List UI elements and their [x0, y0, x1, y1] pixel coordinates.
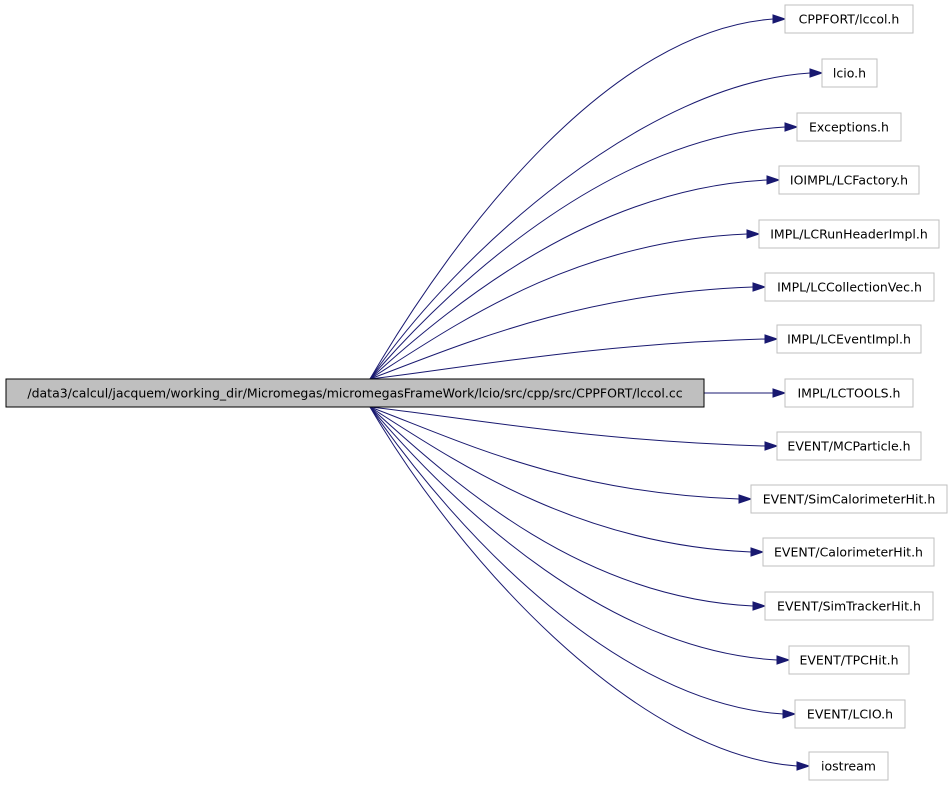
target-node-label: IMPL/LCCollectionVec.h	[777, 280, 922, 295]
dependency-edge	[369, 179, 768, 380]
target-node-box[interactable]	[788, 645, 910, 675]
arrowhead-icon	[772, 14, 787, 24]
arrowhead-icon	[772, 388, 787, 398]
target-node-label: lcio.h	[833, 66, 866, 81]
target-node-box[interactable]	[776, 431, 922, 461]
source-node-box[interactable]	[5, 378, 705, 408]
target-node-box[interactable]	[784, 4, 914, 34]
target-node-box[interactable]	[821, 58, 878, 88]
source-node[interactable]: /data3/calcul/jacquem/working_dir/Microm…	[5, 378, 705, 408]
target-node-label: EVENT/MCParticle.h	[787, 439, 910, 454]
target-node[interactable]: EVENT/SimTrackerHit.h	[764, 591, 934, 621]
target-node-box[interactable]	[784, 378, 914, 408]
target-node-label: IMPL/LCRunHeaderImpl.h	[770, 227, 928, 242]
dependency-edge	[369, 18, 774, 380]
target-node[interactable]: lcio.h	[821, 58, 878, 88]
dependency-edge	[369, 406, 798, 767]
target-node[interactable]: EVENT/CalorimeterHit.h	[762, 537, 935, 567]
target-node-box[interactable]	[776, 324, 922, 354]
edges	[369, 14, 824, 771]
arrowhead-icon	[809, 68, 824, 78]
target-node-box[interactable]	[762, 537, 935, 567]
target-node[interactable]: IOIMPL/LCFactory.h	[778, 165, 920, 195]
dependency-edge	[369, 126, 786, 380]
target-node-label: IOIMPL/LCFactory.h	[790, 173, 908, 188]
dependency-edge	[369, 406, 752, 553]
target-node-box[interactable]	[764, 272, 935, 302]
target-node-box[interactable]	[758, 219, 940, 249]
dependency-edge	[369, 72, 811, 380]
target-node-box[interactable]	[808, 751, 889, 781]
target-node[interactable]: EVENT/TPCHit.h	[788, 645, 910, 675]
dependency-edge	[369, 406, 766, 447]
dependency-edge	[369, 286, 754, 380]
target-node-label: EVENT/SimCalorimeterHit.h	[763, 492, 936, 507]
arrowhead-icon	[766, 175, 781, 185]
arrowhead-icon	[776, 655, 791, 665]
arrowhead-icon	[746, 229, 761, 239]
dependency-edge	[369, 406, 778, 661]
target-node[interactable]: CPPFORT/lccol.h	[784, 4, 914, 34]
target-node-box[interactable]	[796, 112, 902, 142]
target-node[interactable]: IMPL/LCRunHeaderImpl.h	[758, 219, 940, 249]
target-node[interactable]: IMPL/LCTOOLS.h	[784, 378, 914, 408]
arrowhead-icon	[796, 761, 811, 771]
target-node-box[interactable]	[794, 699, 906, 729]
target-node-label: CPPFORT/lccol.h	[799, 12, 900, 27]
target-node[interactable]: EVENT/MCParticle.h	[776, 431, 922, 461]
source-node-label: /data3/calcul/jacquem/working_dir/Microm…	[27, 386, 682, 401]
dependency-edge	[369, 406, 784, 715]
target-node-label: IMPL/LCEventImpl.h	[787, 332, 911, 347]
arrowhead-icon	[784, 122, 799, 132]
target-node-label: IMPL/LCTOOLS.h	[798, 386, 901, 401]
dependency-edge	[369, 406, 754, 607]
target-node[interactable]: IMPL/LCEventImpl.h	[776, 324, 922, 354]
target-node-label: Exceptions.h	[809, 120, 889, 135]
target-node-box[interactable]	[778, 165, 920, 195]
nodes: /data3/calcul/jacquem/working_dir/Microm…	[5, 4, 948, 781]
target-node[interactable]: IMPL/LCCollectionVec.h	[764, 272, 935, 302]
target-node-label: EVENT/TPCHit.h	[799, 653, 898, 668]
target-node[interactable]: Exceptions.h	[796, 112, 902, 142]
arrowhead-icon	[752, 601, 767, 611]
target-node-label: iostream	[821, 759, 876, 774]
target-node-label: EVENT/CalorimeterHit.h	[774, 545, 923, 560]
target-node-box[interactable]	[750, 484, 948, 514]
arrowhead-icon	[782, 709, 797, 719]
arrowhead-icon	[752, 282, 767, 292]
arrowhead-icon	[750, 547, 765, 557]
target-node-label: EVENT/SimTrackerHit.h	[777, 599, 921, 614]
target-node[interactable]: EVENT/LCIO.h	[794, 699, 906, 729]
arrowhead-icon	[738, 494, 753, 504]
dependency-edge	[369, 406, 740, 500]
dependency-edge	[369, 233, 748, 380]
target-node[interactable]: iostream	[808, 751, 889, 781]
dependency-edge	[369, 338, 766, 380]
target-node-label: EVENT/LCIO.h	[807, 707, 893, 722]
arrowhead-icon	[764, 441, 779, 451]
arrowhead-icon	[764, 334, 779, 344]
target-node[interactable]: EVENT/SimCalorimeterHit.h	[750, 484, 948, 514]
target-node-box[interactable]	[764, 591, 934, 621]
